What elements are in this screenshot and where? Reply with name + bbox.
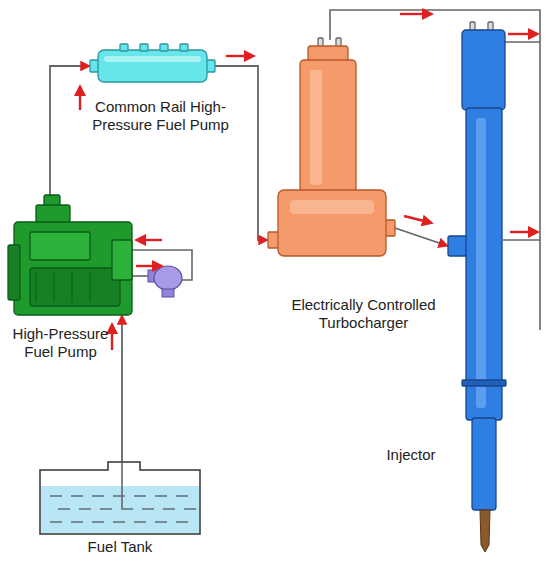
return-line [504, 41, 540, 43]
filter-valve [162, 289, 174, 297]
fuel-line [395, 228, 448, 246]
pump-rib [72, 272, 73, 302]
flow-arrow [508, 33, 534, 35]
return-line [330, 10, 540, 330]
fuel-dash [176, 522, 188, 523]
fuel-dash [155, 496, 167, 497]
flow-arrow [140, 239, 162, 241]
flow-arrow [136, 265, 158, 267]
turbocharger: Electrically Controlled Turbocharger [268, 38, 395, 256]
fuel-line [50, 66, 90, 195]
injector-head [462, 30, 505, 110]
return-line [503, 239, 540, 241]
fuel-dash [134, 522, 146, 523]
fuel-dash [113, 522, 125, 523]
rail-port [180, 44, 188, 51]
fuel-dash [58, 509, 70, 510]
fuel-dash [71, 522, 83, 523]
injector-tip [480, 510, 490, 552]
fuel-dash [121, 509, 133, 510]
common-rail-shape [90, 44, 215, 88]
fuel-tank-shape [40, 462, 200, 534]
flow-arrow [79, 90, 81, 110]
injector-body [466, 108, 502, 420]
flow-arrow [404, 216, 428, 222]
turbo-highlight [290, 200, 374, 214]
turbo-highlight [310, 70, 322, 185]
component-label: High-Pressure Fuel Pump [2, 325, 119, 361]
rail-port [160, 44, 168, 51]
filter-valve [148, 266, 182, 297]
injector: Injector [448, 22, 512, 552]
rail-port [120, 44, 128, 51]
flow-arrow [111, 328, 113, 350]
fuel-dash [142, 509, 154, 510]
pump-outlet [112, 240, 132, 280]
component-label: Electrically Controlled Turbocharger [276, 296, 451, 332]
high-pressure-pump: High-Pressure Fuel Pump [8, 195, 132, 315]
fuel-line [215, 66, 268, 240]
fuel-dash [100, 509, 112, 510]
pump-loop-line [132, 275, 150, 277]
suction-pipe [121, 462, 123, 508]
turbocharger-shape [268, 38, 395, 256]
rail-highlight [104, 56, 201, 62]
common-rail: Common Rail High-Pressure Fuel Pump [90, 44, 215, 88]
injector-nozzle-body [472, 418, 496, 510]
fuel-dash [184, 509, 196, 510]
rail-port [140, 44, 148, 51]
high-pressure-pump-shape [8, 195, 132, 315]
fuel-dash [155, 522, 167, 523]
filter-valve [154, 266, 182, 290]
pump-rib [90, 272, 91, 302]
injector-shape [448, 22, 512, 552]
tank-outline [40, 462, 200, 534]
flow-arrow [510, 231, 534, 233]
component-label: Injector [376, 446, 446, 464]
fuel-dash [176, 496, 188, 497]
pump-block [30, 268, 120, 306]
pump-block [30, 232, 90, 260]
pump-body [14, 222, 132, 315]
fuel-dash [113, 496, 125, 497]
injector-ring [462, 380, 506, 386]
pump-flange [8, 245, 20, 300]
fuel-level [41, 486, 199, 533]
fuel-tank: Fuel Tank [40, 462, 200, 534]
component-label: Common Rail High-Pressure Fuel Pump [68, 98, 253, 134]
rail-body [98, 50, 207, 82]
injector-highlight [476, 118, 486, 408]
flow-arrow [226, 55, 250, 57]
pump-rib [54, 272, 55, 302]
injector-inlet [448, 236, 468, 256]
fuel-dash [79, 509, 91, 510]
turbo-body [300, 60, 356, 192]
fuel-dash [134, 496, 146, 497]
fuel-dash [92, 522, 104, 523]
fuel-dash [163, 509, 175, 510]
pump-rib [36, 272, 37, 302]
fuel-dash [50, 496, 62, 497]
fuel-dash [71, 496, 83, 497]
fuel-line [121, 315, 123, 462]
fuel-dash [50, 522, 62, 523]
component-label: Fuel Tank [60, 538, 180, 556]
flow-arrow [400, 13, 428, 15]
turbo-housing [278, 190, 386, 256]
fuel-dash [92, 496, 104, 497]
